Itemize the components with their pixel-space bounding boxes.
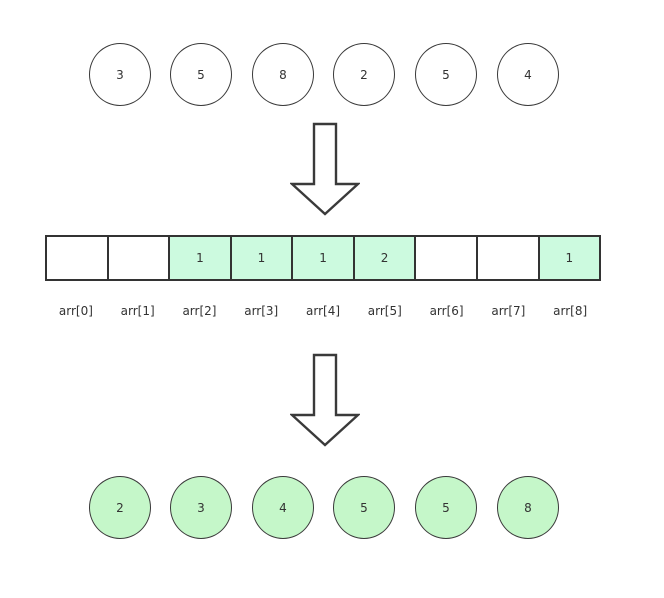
input-node-2: 8 — [252, 43, 314, 106]
output-node-5: 8 — [497, 476, 559, 539]
array-cell-5: 2 — [354, 237, 417, 279]
input-node-0: 3 — [89, 43, 151, 106]
array-cell-value: 1 — [196, 251, 204, 265]
array-cell-label-6: arr[6] — [429, 304, 464, 318]
input-node-4: 5 — [415, 43, 477, 106]
input-node-value: 5 — [442, 67, 450, 82]
input-node-value: 8 — [279, 67, 287, 82]
output-node-1: 3 — [170, 476, 232, 539]
input-node-value: 2 — [360, 67, 368, 82]
output-row: 2 3 4 5 5 8 — [0, 476, 664, 540]
array-cell-0 — [47, 237, 109, 279]
array-cell-6 — [416, 237, 478, 279]
array-cell-2: 1 — [170, 237, 232, 279]
output-node-value: 2 — [116, 500, 124, 515]
input-node-value: 5 — [197, 67, 205, 82]
count-array-labels: arr[0] arr[1] arr[2] arr[3] arr[4] arr[5] arr[… — [45, 303, 601, 321]
input-row: 3 5 8 2 5 4 — [0, 43, 664, 107]
arrow-down-input-to-array — [290, 122, 360, 217]
array-cell-label-5: arr[5] — [367, 304, 402, 318]
output-node-2: 4 — [252, 476, 314, 539]
input-node-value: 3 — [116, 67, 124, 82]
output-node-0: 2 — [89, 476, 151, 539]
array-cell-label-7: arr[7] — [491, 304, 526, 318]
output-node-value: 4 — [279, 500, 287, 515]
input-node-3: 2 — [333, 43, 395, 106]
array-cell-label-1: arr[1] — [120, 304, 155, 318]
array-cell-8: 1 — [539, 237, 600, 279]
array-cell-value: 2 — [380, 251, 389, 265]
count-array: 1 1 1 2 1 — [45, 235, 601, 281]
array-cell-4: 1 — [293, 237, 355, 279]
array-cell-value: 1 — [319, 251, 327, 265]
array-cell-label-0: arr[0] — [58, 304, 93, 318]
array-cell-value: 1 — [257, 251, 266, 265]
output-node-value: 8 — [524, 500, 532, 515]
input-node-1: 5 — [170, 43, 232, 106]
array-cell-1 — [108, 237, 171, 279]
output-node-3: 5 — [333, 476, 395, 539]
output-node-4: 5 — [415, 476, 477, 539]
array-cell-label-3: arr[3] — [244, 304, 279, 318]
input-node-value: 4 — [524, 67, 532, 82]
arrow-shape — [290, 353, 360, 447]
arrow-down-array-to-output — [290, 353, 360, 448]
array-cell-label-8: arr[8] — [553, 304, 588, 318]
output-node-value: 5 — [442, 500, 450, 515]
array-cell-label-2: arr[2] — [182, 304, 217, 318]
arrow-shape — [290, 122, 360, 216]
input-node-5: 4 — [497, 43, 559, 106]
array-cell-value: 1 — [565, 251, 574, 265]
array-cell-3: 1 — [231, 237, 294, 279]
array-cell-label-4: arr[4] — [306, 304, 341, 318]
array-cell-7 — [477, 237, 540, 279]
output-node-value: 3 — [197, 500, 205, 515]
output-node-value: 5 — [360, 500, 368, 515]
